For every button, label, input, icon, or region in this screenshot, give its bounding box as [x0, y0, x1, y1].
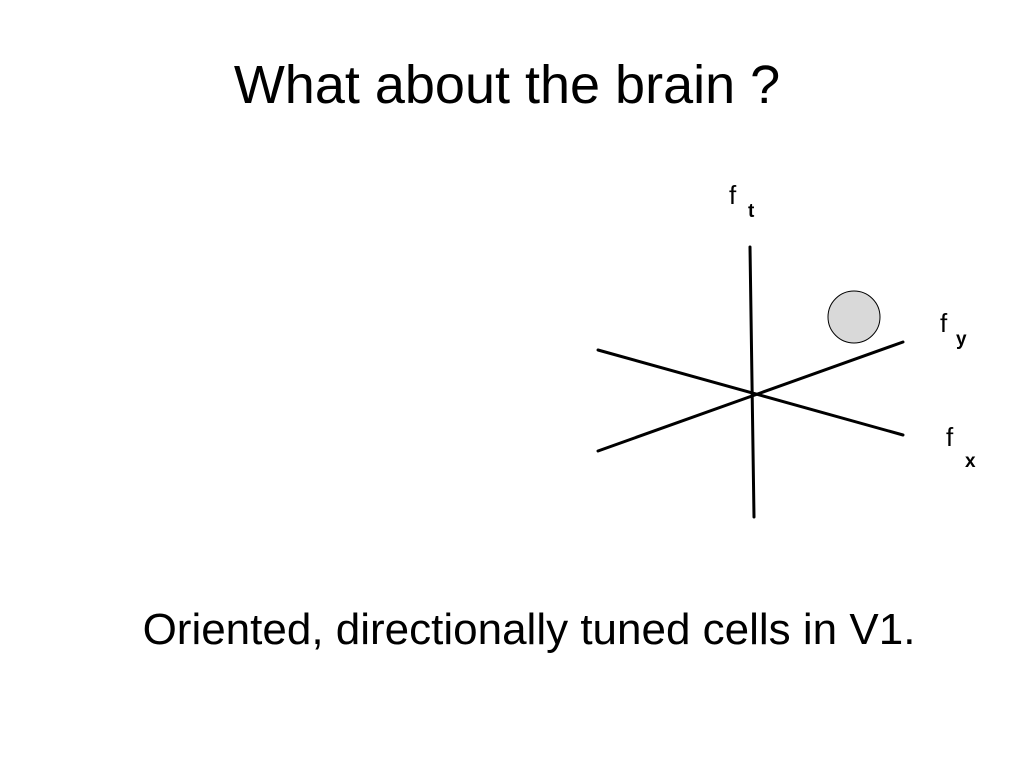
axis-label-fy-base: f — [940, 308, 948, 338]
axis-label-ft: f t — [729, 180, 754, 221]
slide-caption: Oriented, directionally tuned cells in V… — [142, 605, 916, 654]
axis-label-ft-base: f — [729, 180, 737, 210]
axis-label-fy-subscript: y — [956, 329, 967, 350]
slide-title: What about the brain ? — [233, 55, 781, 115]
axis-label-fx-base: f — [946, 422, 954, 452]
axis-label-fx: f x — [946, 422, 976, 471]
axis-label-fy: f y — [940, 308, 967, 349]
axis-label-ft-subscript: t — [748, 201, 755, 222]
axis-fy-line — [596, 340, 905, 453]
axis-fx-line — [596, 348, 905, 437]
cell-marker-circle — [827, 290, 881, 344]
axis-ft-line — [748, 245, 756, 519]
axis-label-fx-subscript: x — [965, 451, 976, 472]
